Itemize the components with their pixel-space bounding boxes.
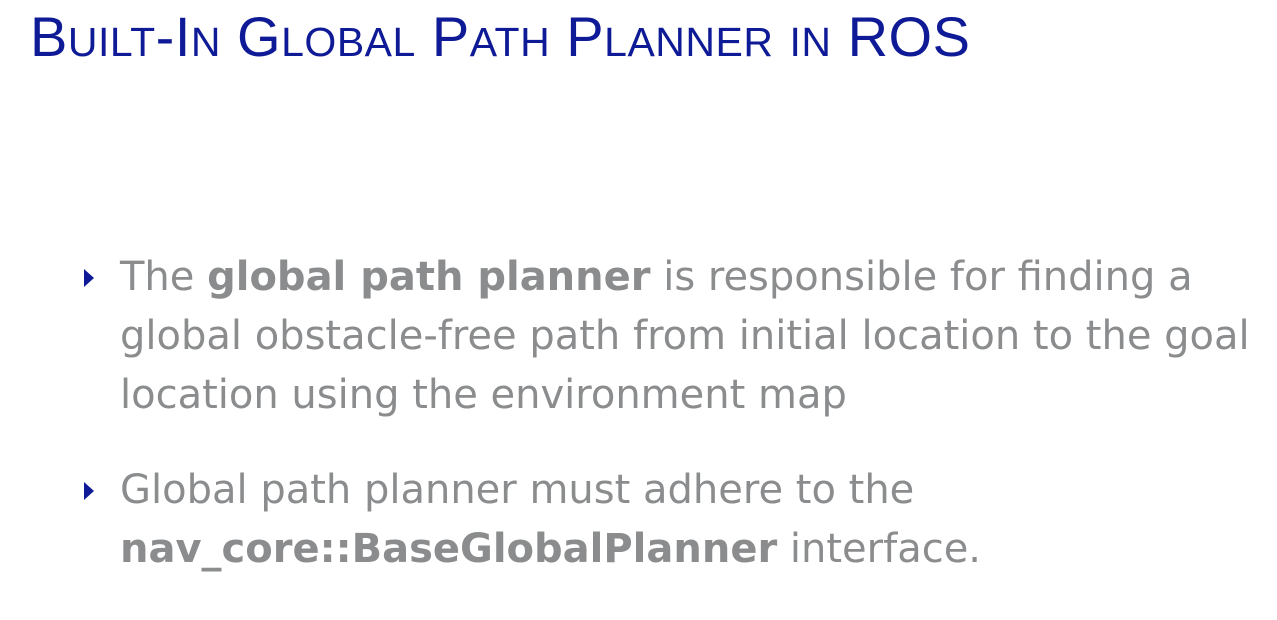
title-segment: LANNER [604, 19, 774, 65]
title-segment: -I [155, 5, 191, 68]
title-segment: P [415, 5, 470, 68]
title-segment: P [550, 5, 605, 68]
triangle-right-icon [84, 269, 94, 287]
title-segment: B [30, 5, 68, 68]
title-segment: G [221, 5, 282, 68]
bullet-text-bold: nav_core::BaseGlobalPlanner [120, 526, 778, 572]
bullet-item-interface: Global path planner must adhere to the n… [80, 461, 1270, 579]
title-segment: ROS [831, 5, 971, 68]
title-segment: ATH [469, 19, 551, 65]
slide-title: BUILT-IN GLOBAL PATH PLANNER IN ROS [30, 4, 970, 75]
title-segment: N [190, 19, 221, 65]
title-segment: IN [789, 19, 832, 65]
bullet-item-global-path-planner: The global path planner is responsible f… [80, 248, 1270, 425]
bullet-text-pre: The [120, 254, 208, 300]
title-segment: UILT [67, 19, 156, 65]
title-segment: LOBAL [281, 19, 416, 65]
triangle-right-icon [84, 482, 94, 500]
bullet-text-pre: Global path planner must adhere to the [120, 467, 915, 513]
title-segment [773, 5, 789, 68]
bullet-text-post: is responsible for finding a global obst… [120, 254, 1250, 418]
bullet-text-bold: global path planner [207, 254, 651, 300]
bullet-list: The global path planner is responsible f… [80, 248, 1270, 615]
bullet-text-post: interface. [777, 526, 982, 572]
